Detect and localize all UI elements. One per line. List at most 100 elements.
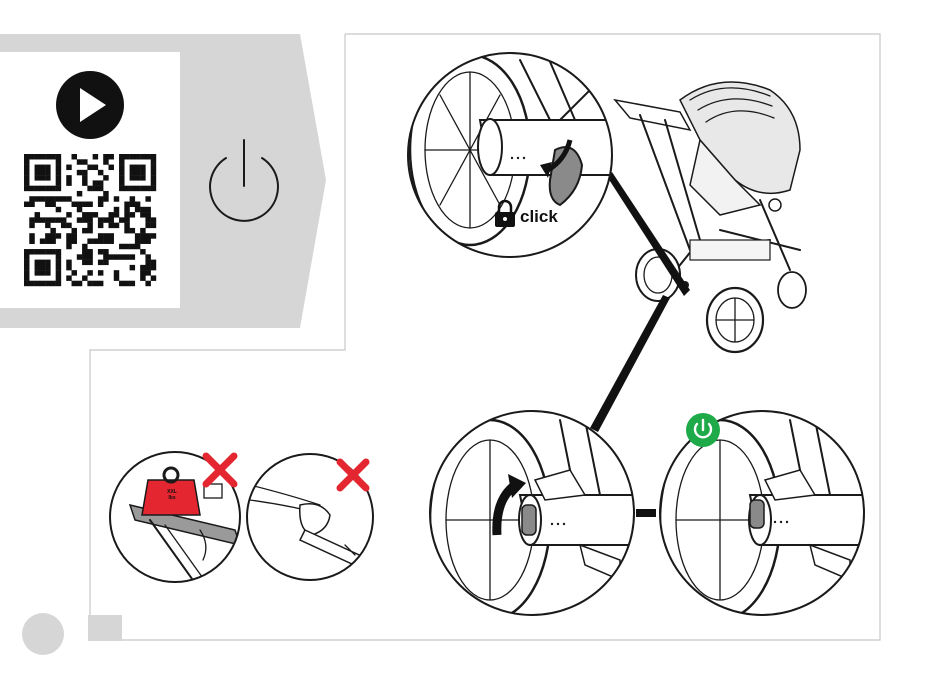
qr-module	[40, 186, 45, 191]
qr-module	[56, 254, 61, 259]
qr-module	[140, 238, 145, 243]
qr-module	[56, 170, 61, 175]
qr-module	[40, 154, 45, 159]
qr-module	[24, 180, 29, 185]
qr-module	[124, 186, 129, 191]
qr-module	[145, 233, 150, 238]
qr-module	[135, 175, 140, 180]
step-connector	[636, 509, 656, 517]
qr-module	[87, 238, 92, 243]
qr-module	[50, 217, 55, 222]
qr-module	[56, 270, 61, 275]
power-confirm-icon	[686, 413, 720, 447]
qr-module	[145, 207, 150, 212]
qr-module	[29, 223, 34, 228]
qr-module	[93, 186, 98, 191]
qr-module	[56, 186, 61, 191]
qr-module	[130, 244, 135, 249]
qr-module	[119, 175, 124, 180]
qr-module	[130, 228, 135, 233]
qr-module	[140, 233, 145, 238]
qr-module	[87, 202, 92, 207]
qr-module	[140, 154, 145, 159]
qr-module	[66, 175, 71, 180]
qr-module	[130, 212, 135, 217]
qr-module	[151, 186, 156, 191]
qr-module	[40, 165, 45, 170]
qr-module	[66, 244, 71, 249]
qr-module	[56, 260, 61, 265]
qr-module	[124, 212, 129, 217]
qr-module	[50, 238, 55, 243]
qr-module	[114, 212, 119, 217]
qr-module	[130, 186, 135, 191]
qr-module	[72, 154, 77, 159]
qr-module	[108, 254, 113, 259]
qr-module	[103, 260, 108, 265]
lock-click-label: click	[520, 207, 558, 227]
qr-module	[114, 196, 119, 201]
qr-module	[24, 249, 29, 254]
qr-module	[124, 244, 129, 249]
qr-module	[151, 260, 156, 265]
qr-module	[140, 186, 145, 191]
qr-code[interactable]	[22, 152, 158, 288]
qr-module	[56, 207, 61, 212]
qr-module	[145, 270, 150, 275]
qr-module	[140, 249, 145, 254]
qr-module	[151, 159, 156, 164]
qr-module	[119, 170, 124, 175]
play-icon[interactable]	[56, 71, 124, 139]
qr-module	[145, 238, 150, 243]
qr-module	[140, 175, 145, 180]
qr-module	[98, 196, 103, 201]
qr-module	[87, 223, 92, 228]
qr-module	[56, 196, 61, 201]
qr-module	[66, 212, 71, 217]
qr-module	[93, 180, 98, 185]
qr-module	[93, 238, 98, 243]
qr-module	[119, 165, 124, 170]
qr-module	[98, 217, 103, 222]
qr-module	[45, 196, 50, 201]
qr-module	[56, 180, 61, 185]
qr-module	[66, 180, 71, 185]
qr-module	[108, 154, 113, 159]
qr-module	[45, 260, 50, 265]
qr-module	[82, 260, 87, 265]
qr-module	[145, 154, 150, 159]
qr-module	[108, 238, 113, 243]
qr-module	[93, 154, 98, 159]
qr-module	[29, 249, 34, 254]
qr-module	[130, 254, 135, 259]
qr-module	[24, 281, 29, 286]
qr-module	[151, 223, 156, 228]
qr-module	[82, 170, 87, 175]
qr-module	[45, 175, 50, 180]
qr-module	[135, 202, 140, 207]
qr-module	[45, 238, 50, 243]
qr-module	[77, 254, 82, 259]
qr-module	[151, 180, 156, 185]
qr-module	[24, 202, 29, 207]
qr-module	[56, 281, 61, 286]
qr-module	[114, 270, 119, 275]
qr-module	[93, 212, 98, 217]
qr-module	[87, 217, 92, 222]
qr-module	[114, 223, 119, 228]
qr-module	[87, 228, 92, 233]
qr-module	[87, 165, 92, 170]
qr-module	[98, 249, 103, 254]
qr-module	[61, 196, 66, 201]
qr-module	[24, 275, 29, 280]
qr-module	[119, 244, 124, 249]
qr-module	[40, 238, 45, 243]
qr-module	[114, 275, 119, 280]
qr-module	[29, 217, 34, 222]
qr-module	[82, 212, 87, 217]
qr-module	[82, 202, 87, 207]
qr-module	[72, 270, 77, 275]
qr-module	[35, 265, 40, 270]
qr-module	[35, 170, 40, 175]
qr-module	[135, 238, 140, 243]
